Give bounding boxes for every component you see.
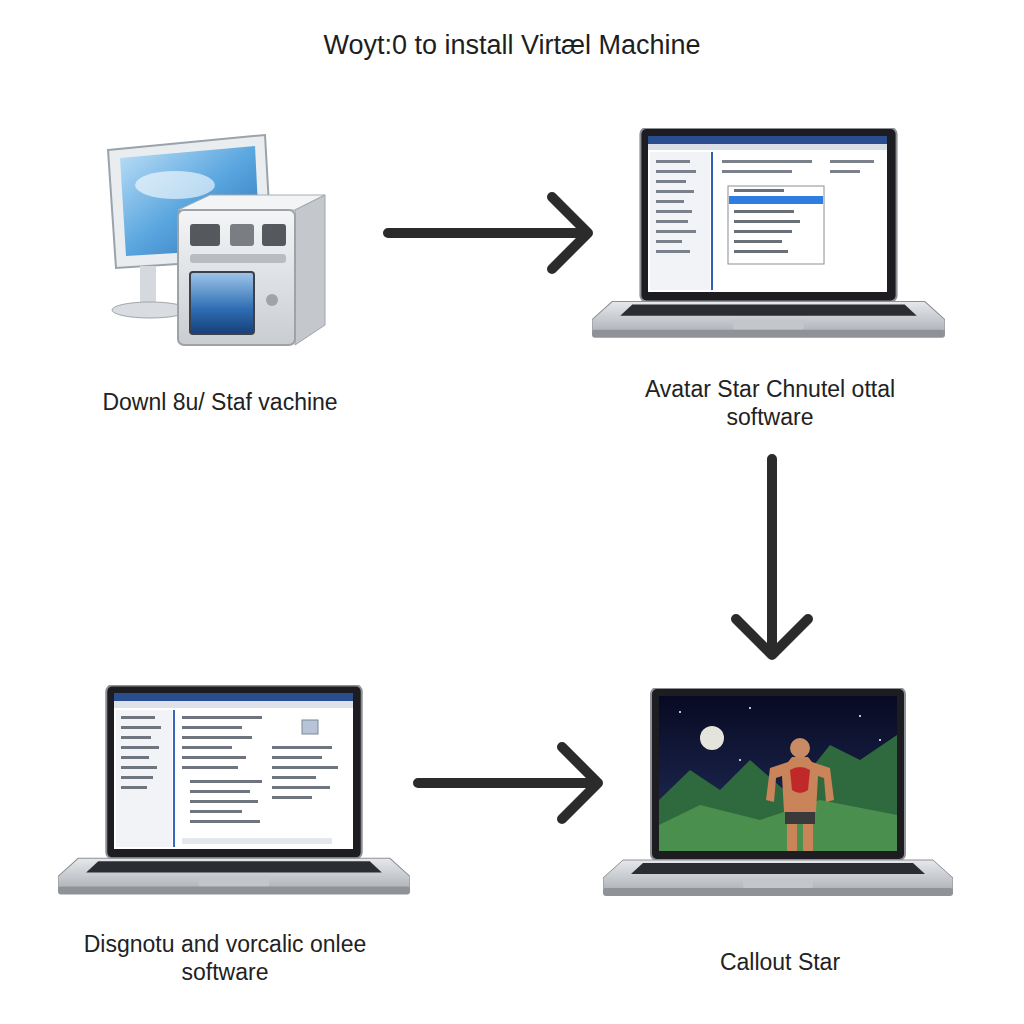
- computer-icon: [108, 135, 325, 345]
- step-node: Downl 8u/ Staf vachine: [60, 130, 380, 416]
- step-node: Disgnotu and vorcalic onlee software: [40, 680, 410, 986]
- step-caption: Callout Star: [610, 948, 950, 976]
- step-caption: Avatar Star Chnutel ottal software: [639, 375, 901, 431]
- flow-arrow: [388, 197, 588, 269]
- step-node: Avatar Star Chnutel ottal software: [590, 125, 950, 431]
- step-caption: Downl 8u/ Staf vachine: [60, 388, 380, 416]
- flow-arrow: [736, 459, 808, 655]
- laptop-installer: [592, 128, 945, 338]
- laptop-file-manager: [58, 685, 410, 894]
- step-caption: Disgnotu and vorcalic onlee software: [58, 930, 393, 986]
- laptop-avatar: [603, 688, 953, 896]
- flow-arrow: [418, 747, 598, 819]
- diagram-title: Woyt:0 to install Virtæl Machine: [0, 30, 1024, 61]
- step-node: Callout Star: [600, 683, 960, 976]
